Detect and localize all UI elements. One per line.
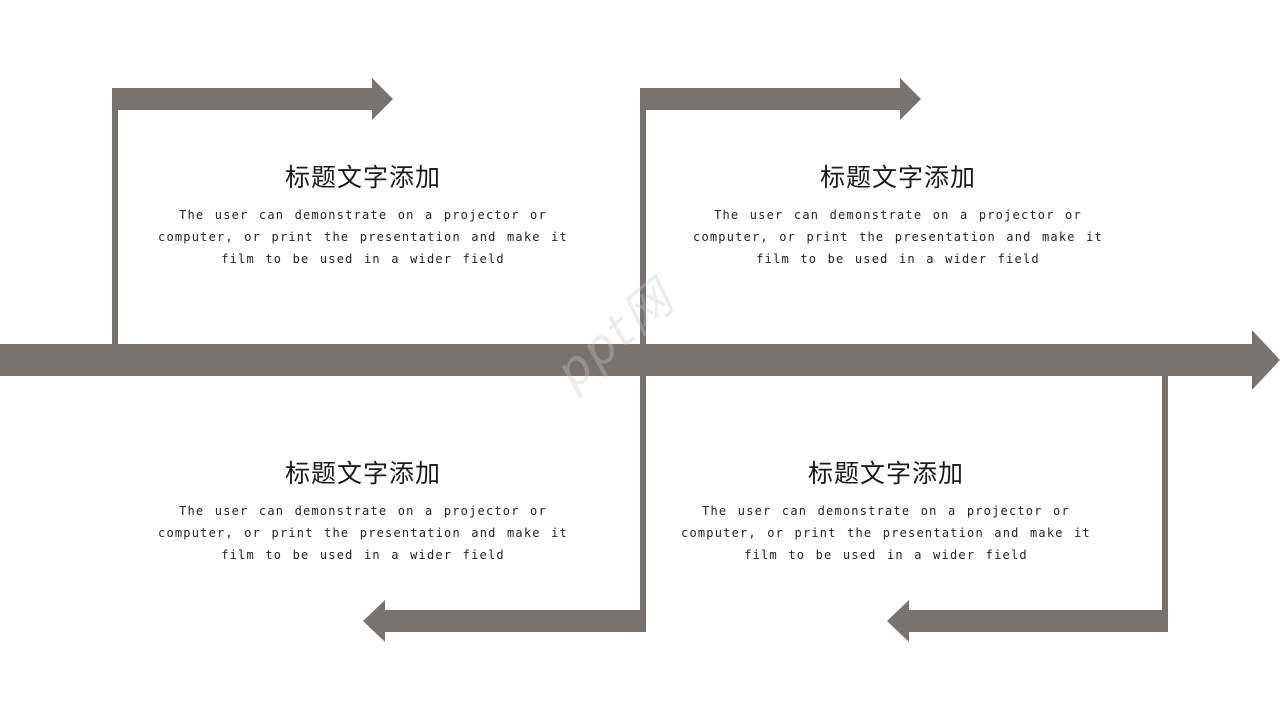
block-body-line: computer, or print the presentation and …: [158, 526, 568, 540]
block-body-line: film to be used in a wider field: [744, 548, 1028, 562]
text-block-bottom-left: 标题文字添加 The user can demonstrate on a pro…: [153, 458, 573, 566]
block-body-line: The user can demonstrate on a projector …: [179, 208, 547, 222]
block-body-line: computer, or print the presentation and …: [693, 230, 1103, 244]
block-body: The user can demonstrate on a projector …: [676, 500, 1096, 566]
bottom-left-bracket-arrow: [363, 376, 646, 642]
block-body-line: The user can demonstrate on a projector …: [714, 208, 1082, 222]
block-body-line: film to be used in a wider field: [221, 252, 505, 266]
block-title: 标题文字添加: [807, 459, 964, 488]
block-body-line: film to be used in a wider field: [221, 548, 505, 562]
block-title: 标题文字添加: [819, 163, 976, 192]
block-body-line: computer, or print the presentation and …: [158, 230, 568, 244]
text-block-top-right: 标题文字添加 The user can demonstrate on a pro…: [688, 162, 1108, 270]
block-body: The user can demonstrate on a projector …: [688, 204, 1108, 270]
block-title: 标题文字添加: [284, 163, 441, 192]
block-body-line: The user can demonstrate on a projector …: [179, 504, 547, 518]
block-title: 标题文字添加: [284, 459, 441, 488]
block-body-line: computer, or print the presentation and …: [681, 526, 1091, 540]
top-left-bracket-arrow: [112, 78, 393, 344]
block-body: The user can demonstrate on a projector …: [153, 204, 573, 270]
bottom-right-bracket-arrow: [887, 376, 1168, 642]
block-body-line: film to be used in a wider field: [756, 252, 1040, 266]
text-block-bottom-right: 标题文字添加 The user can demonstrate on a pro…: [676, 458, 1096, 566]
top-right-bracket-arrow: [640, 78, 921, 344]
text-block-top-left: 标题文字添加 The user can demonstrate on a pro…: [153, 162, 573, 270]
main-timeline-arrow: [0, 330, 1280, 390]
block-body: The user can demonstrate on a projector …: [153, 500, 573, 566]
block-body-line: The user can demonstrate on a projector …: [702, 504, 1070, 518]
